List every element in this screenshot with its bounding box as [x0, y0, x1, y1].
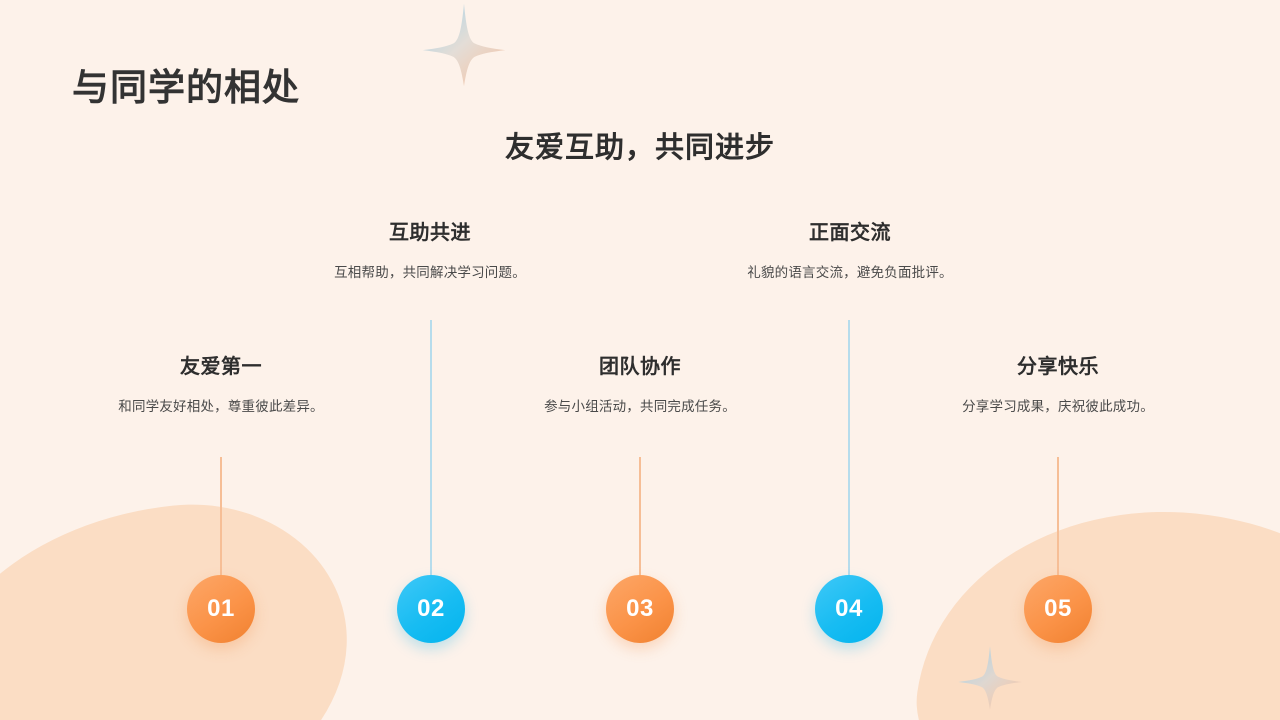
- item-title-04: 正面交流: [809, 222, 891, 244]
- page-subtitle: 友爱互助，共同进步: [504, 132, 775, 164]
- number-badge-03[interactable]: 03: [606, 575, 674, 643]
- stem-02: [430, 320, 432, 577]
- stem-04: [848, 320, 850, 577]
- item-title-05: 分享快乐: [1017, 356, 1099, 378]
- page-title: 与同学的相处: [72, 67, 300, 108]
- item-text-01: 友爱第一 和同学友好相处，尊重彼此差异。: [101, 350, 341, 415]
- item-text-05: 分享快乐 分享学习成果，庆祝彼此成功。: [938, 350, 1178, 415]
- number-label-02: 02: [417, 595, 445, 622]
- stem-03: [639, 457, 641, 577]
- number-label-03: 03: [626, 595, 654, 622]
- number-badge-04[interactable]: 04: [815, 575, 883, 643]
- item-text-03: 团队协作 参与小组活动，共同完成任务。: [520, 350, 760, 415]
- item-desc-01: 和同学友好相处，尊重彼此差异。: [118, 399, 324, 414]
- blob-decoration-left: [0, 488, 367, 720]
- item-title-02: 互助共进: [389, 222, 471, 244]
- item-title-01: 友爱第一: [180, 356, 262, 378]
- item-text-04: 正面交流 礼貌的语言交流，避免负面批评。: [728, 216, 972, 281]
- number-badge-05[interactable]: 05: [1024, 575, 1092, 643]
- stem-01: [220, 457, 222, 577]
- stem-05: [1057, 457, 1059, 577]
- item-text-02: 互助共进 互相帮助，共同解决学习问题。: [310, 216, 550, 281]
- number-label-04: 04: [835, 595, 863, 622]
- number-badge-02[interactable]: 02: [397, 575, 465, 643]
- sparkle-icon-bottom: [958, 646, 1022, 710]
- item-title-03: 团队协作: [599, 356, 681, 378]
- number-label-05: 05: [1044, 595, 1072, 622]
- item-desc-03: 参与小组活动，共同完成任务。: [544, 399, 736, 414]
- item-desc-05: 分享学习成果，庆祝彼此成功。: [962, 399, 1154, 414]
- sparkle-icon-top: [422, 3, 506, 87]
- item-desc-02: 互相帮助，共同解决学习问题。: [334, 265, 526, 280]
- number-label-01: 01: [207, 595, 235, 622]
- number-badge-01[interactable]: 01: [187, 575, 255, 643]
- item-desc-04: 礼貌的语言交流，避免负面批评。: [747, 265, 953, 280]
